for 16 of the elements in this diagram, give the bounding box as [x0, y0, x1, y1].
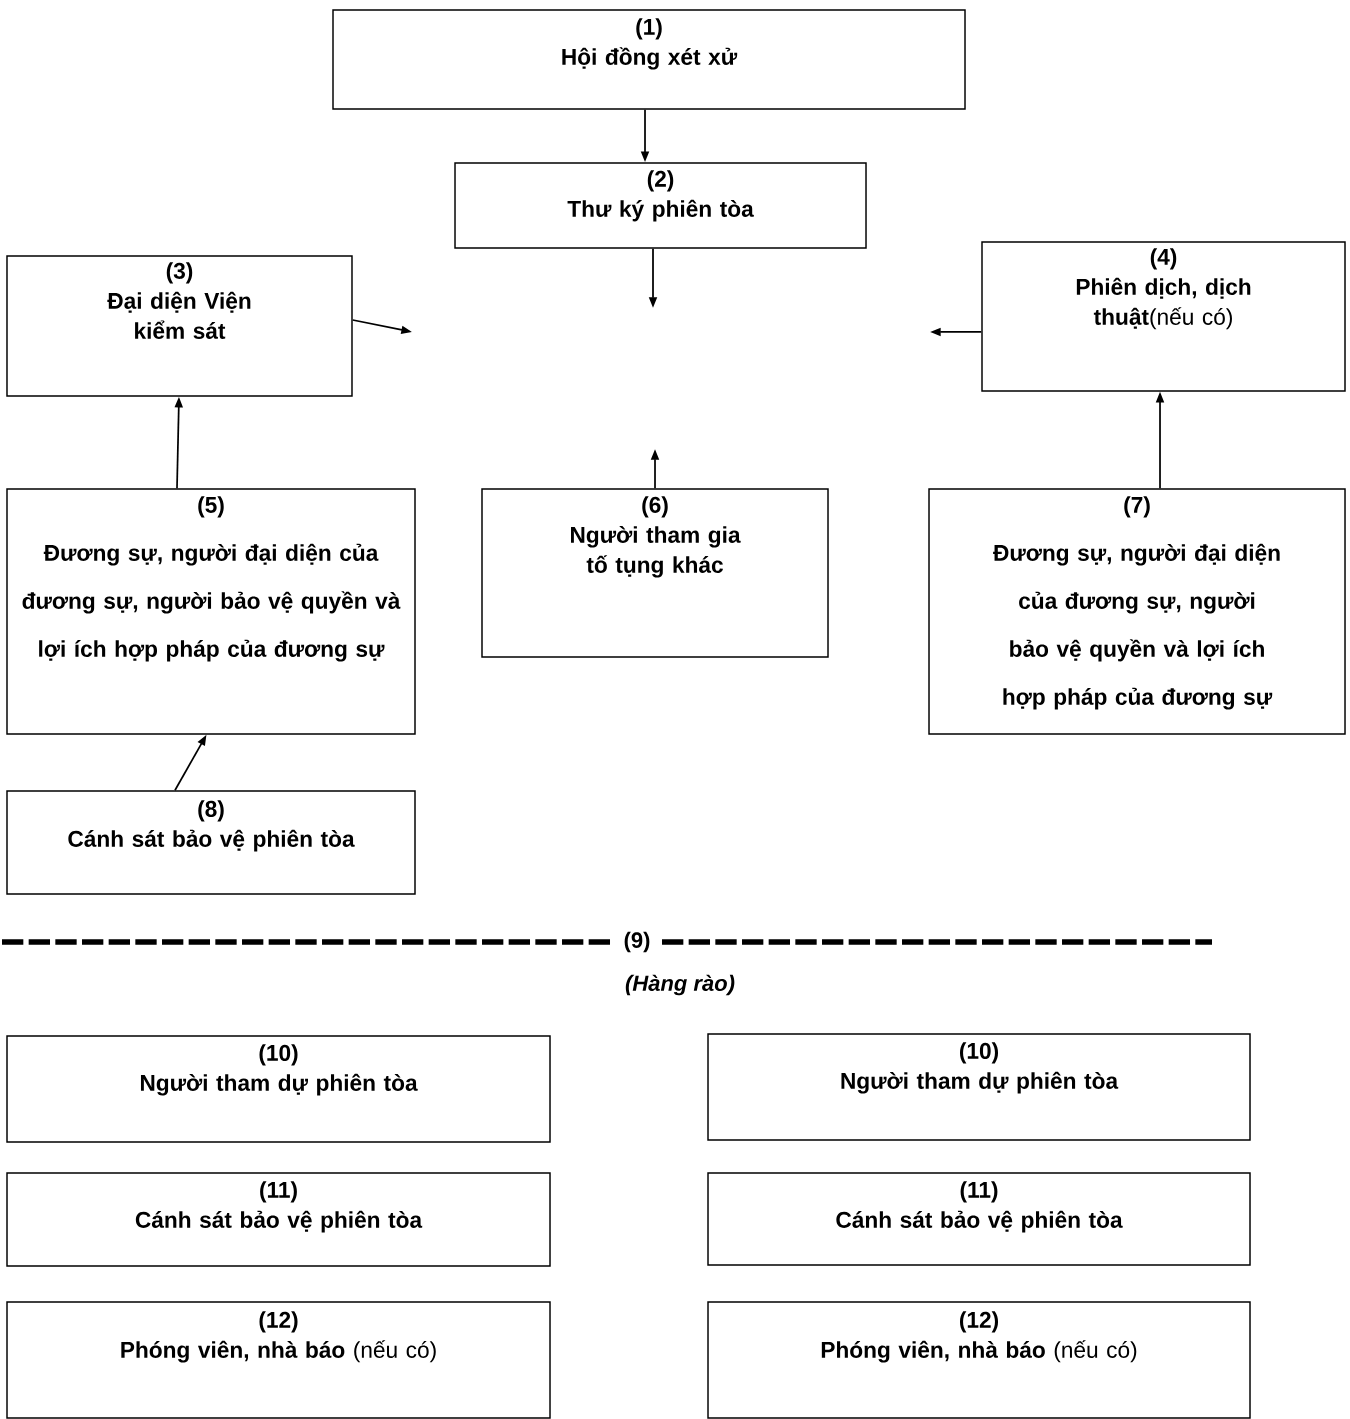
seat-box: (11) Cánh sát bảo vệ phiên tòa [707, 1172, 1251, 1266]
seat-box: (10) Người tham dự phiên tòa [707, 1033, 1251, 1141]
seat-box: (2) Thư ký phiên tòa [454, 162, 867, 249]
seat-box: (12) Phóng viên, nhà báo (nếu có) [6, 1301, 551, 1419]
seat-box: (5) Đương sự, người đại diện của đương sự, người bảo vệ quyền và lợi ích hợp pháp của đương sự [6, 488, 416, 735]
fence-label: (9) [624, 931, 650, 953]
seat-box: (7) Đương sự, người đại diện của đương sự, người bảo vệ quyền và lợi ích hợp pháp của đương sự [928, 488, 1346, 735]
seat-box: (8) Cánh sát bảo vệ phiên tòa [6, 790, 416, 895]
seat-box: (10) Người tham dự phiên tòa [6, 1035, 551, 1143]
seat-box: (6) Người tham gia tố tụng khác [481, 488, 829, 658]
seat-box: (11) Cánh sát bảo vệ phiên tòa [6, 1172, 551, 1267]
seat-box: (4) Phiên dịch, dịch thuật(nếu có) [981, 241, 1346, 392]
seat-box: (1) Hội đồng xét xử [332, 9, 966, 110]
fence-caption: (Hàng rào) [625, 974, 735, 996]
seat-box: (12) Phóng viên, nhà báo (nếu có) [707, 1301, 1251, 1419]
seat-box: (3) Đại diện Viện kiểm sát [6, 255, 353, 397]
